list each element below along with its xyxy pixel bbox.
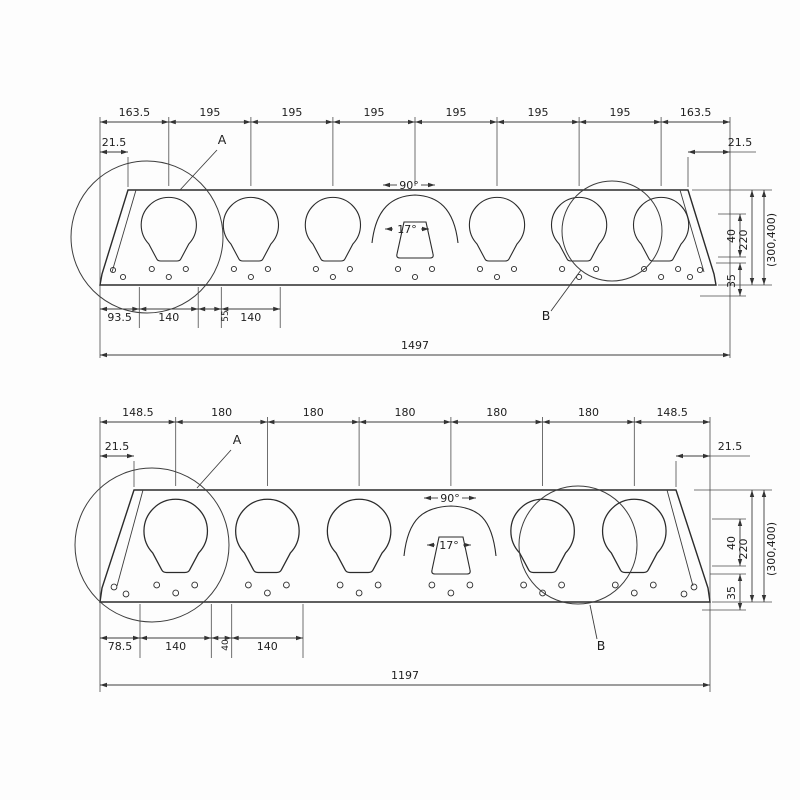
detail-b: B [518,485,638,653]
right-dimensions: 220 (300,400) 40 35 [694,489,778,611]
dim-label: 140 [240,311,261,324]
detail-b-label: B [542,308,551,323]
strand-holes [109,265,704,281]
detail-a-label: A [233,432,242,447]
dim-label: 195 [364,106,385,119]
detail-circle-a [70,160,224,314]
dim-label: 21.5 [102,136,127,149]
top-dimension-row: 148.5 180 180 180 180 180 148.5 [99,406,711,692]
left-edge-dim: 21.5 [100,440,135,487]
dim-35-label: 35 [725,274,738,288]
slab-outline [99,489,711,603]
dim-label: 21.5 [105,440,130,453]
dim-label: 148.5 [122,406,154,419]
detail-a-leader [196,449,232,489]
dim-label: 195 [528,106,549,119]
angle-17-label: 17° [439,539,459,552]
right-dimensions: 220 (300,400) 40 35 [692,189,778,297]
dim-label: 40 [221,639,231,651]
detail-a: A [74,432,242,623]
center-key-void [431,536,471,575]
dim-label: 195 [446,106,467,119]
dim-label: 180 [395,406,416,419]
dim-range-label: (300,400) [765,213,778,267]
detail-b: B [542,180,663,323]
detail-circle-b [518,485,638,605]
overall-dimension: 1197 [100,669,710,688]
overall-label: 1197 [391,669,419,682]
overall-label: 1497 [401,339,429,352]
dim-label: 93.5 [107,311,132,324]
center-arch [371,194,459,244]
detail-b-leader [589,604,598,640]
angle-annotations: 90° 17° [383,179,435,236]
detail-a-label: A [218,132,227,147]
dim-label: 55 [221,310,231,321]
center-key-void [396,221,434,259]
dim-height-label: 220 [737,539,750,560]
detail-circle-b [561,180,663,282]
bottom-dimensions: 93.5 140 55 140 [100,287,281,328]
right-edge-dim: 21.5 [687,136,756,187]
dim-label: 78.5 [108,640,133,653]
dim-label: 140 [165,640,186,653]
slab-outline [99,189,717,286]
dim-35-label: 35 [725,586,738,600]
dim-label: 163.5 [119,106,151,119]
strand-holes [110,581,698,598]
dim-label: 195 [199,106,220,119]
dim-label: 21.5 [718,440,743,453]
detail-a-leader [179,149,218,191]
dim-label: 140 [257,640,278,653]
left-edge-dim: 21.5 [100,136,129,187]
bottom-dimensions: 78.5 140 40 140 [100,604,304,658]
left-chamfer-line [111,189,137,273]
hollow-cores [143,498,667,575]
drawing-bottom: 148.5 180 180 180 180 180 148.5 21.5 21. [74,406,778,692]
dim-label: 195 [281,106,302,119]
drawing-top: 163.5 195 195 195 195 195 195 163.5 21.5 [70,106,778,358]
dim-label: 180 [303,406,324,419]
dim-range-label: (300,400) [765,522,778,576]
angle-90-label: 90° [440,492,460,505]
detail-b-leader [550,269,582,312]
detail-circle-a [74,467,230,623]
dim-label: 148.5 [656,406,688,419]
dim-label: 180 [486,406,507,419]
right-edge-dim: 21.5 [675,440,750,487]
angle-annotations: 90° 17° [424,492,476,552]
top-dimension-row: 163.5 195 195 195 195 195 195 163.5 [99,106,731,358]
center-arch [403,505,497,557]
angle-90-label: 90° [399,179,419,192]
angle-17-label: 17° [397,223,417,236]
right-chamfer-line [679,189,705,273]
dim-label: 140 [158,311,179,324]
detail-a: A [70,132,227,314]
dim-label: 195 [610,106,631,119]
dim-label: 180 [211,406,232,419]
dim-label: 21.5 [728,136,753,149]
dim-label: 180 [578,406,599,419]
right-chamfer-line [666,489,694,587]
overall-dimension: 1497 [100,339,730,358]
dim-40-label: 40 [725,229,738,243]
hollow-cores [140,194,690,262]
dim-label: 163.5 [680,106,712,119]
detail-b-label: B [597,638,606,653]
dim-40-label: 40 [725,536,738,550]
left-chamfer-line [116,489,144,587]
dim-height-label: 220 [737,230,750,251]
